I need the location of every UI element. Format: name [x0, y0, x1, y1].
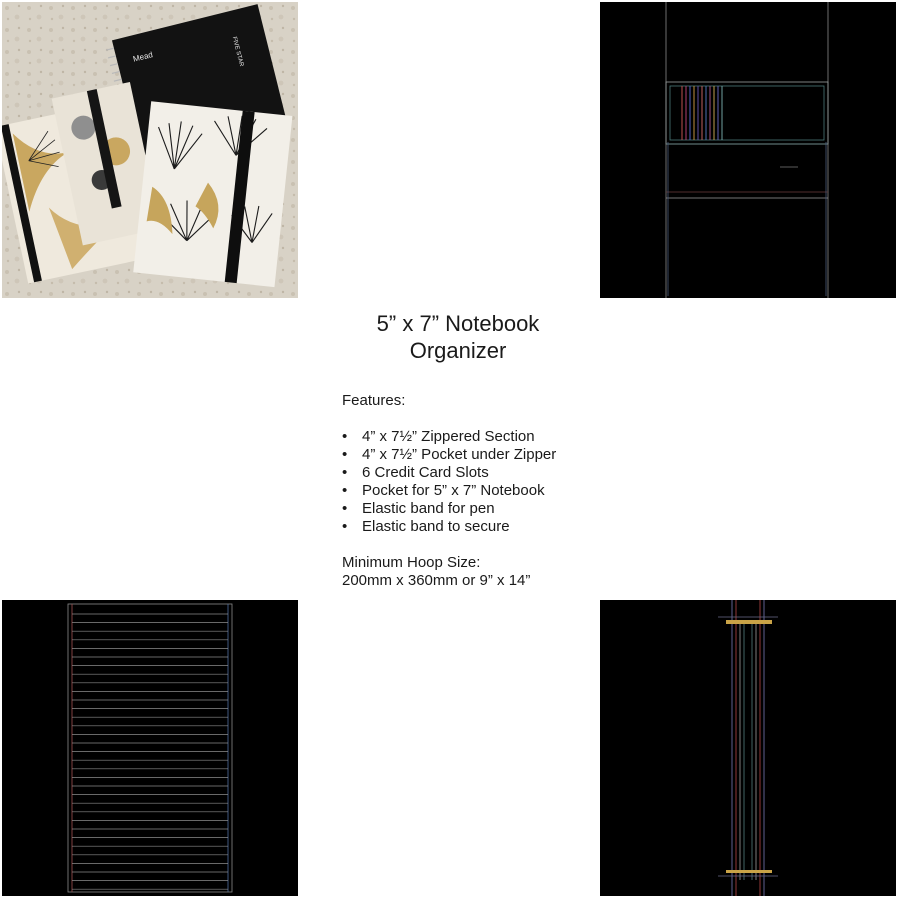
embroidery-design-preview	[600, 600, 896, 896]
feature-item: Elastic band for pen	[342, 500, 600, 518]
features-list: 4” x 7½” Zippered Section 4” x 7½” Pocke…	[342, 428, 600, 536]
hoop-size-value: 200mm x 360mm or 9” x 14”	[342, 572, 531, 589]
title-line-2: Organizer	[409, 338, 507, 363]
embroidery-preview-elastic-band	[600, 600, 896, 896]
features-section: Features: 4” x 7½” Zippered Section 4” x…	[342, 392, 600, 590]
product-photo-illustration: Mead FIVE STAR	[2, 2, 298, 298]
feature-item: Pocket for 5” x 7” Notebook	[342, 482, 600, 500]
page-title: 5” x 7” Notebook Organizer	[300, 310, 616, 364]
feature-item: 4” x 7½” Pocket under Zipper	[342, 446, 600, 464]
product-photo: Mead FIVE STAR	[2, 2, 298, 298]
title-line-1: 5” x 7” Notebook	[376, 311, 540, 336]
embroidery-preview-zipper-section	[600, 2, 896, 298]
embroidery-design-preview	[2, 600, 298, 896]
organizer-middle	[51, 81, 162, 246]
features-label: Features:	[342, 392, 406, 409]
hoop-size: Minimum Hoop Size: 200mm x 360mm or 9” x…	[342, 554, 600, 590]
feature-item: 4” x 7½” Zippered Section	[342, 428, 600, 446]
embroidery-design-preview	[600, 2, 896, 298]
feature-item: Elastic band to secure	[342, 518, 600, 536]
embroidery-preview-card-slots	[2, 600, 298, 896]
feature-item: 6 Credit Card Slots	[342, 464, 600, 482]
organizer-right	[133, 101, 293, 288]
hoop-size-label: Minimum Hoop Size:	[342, 554, 481, 571]
